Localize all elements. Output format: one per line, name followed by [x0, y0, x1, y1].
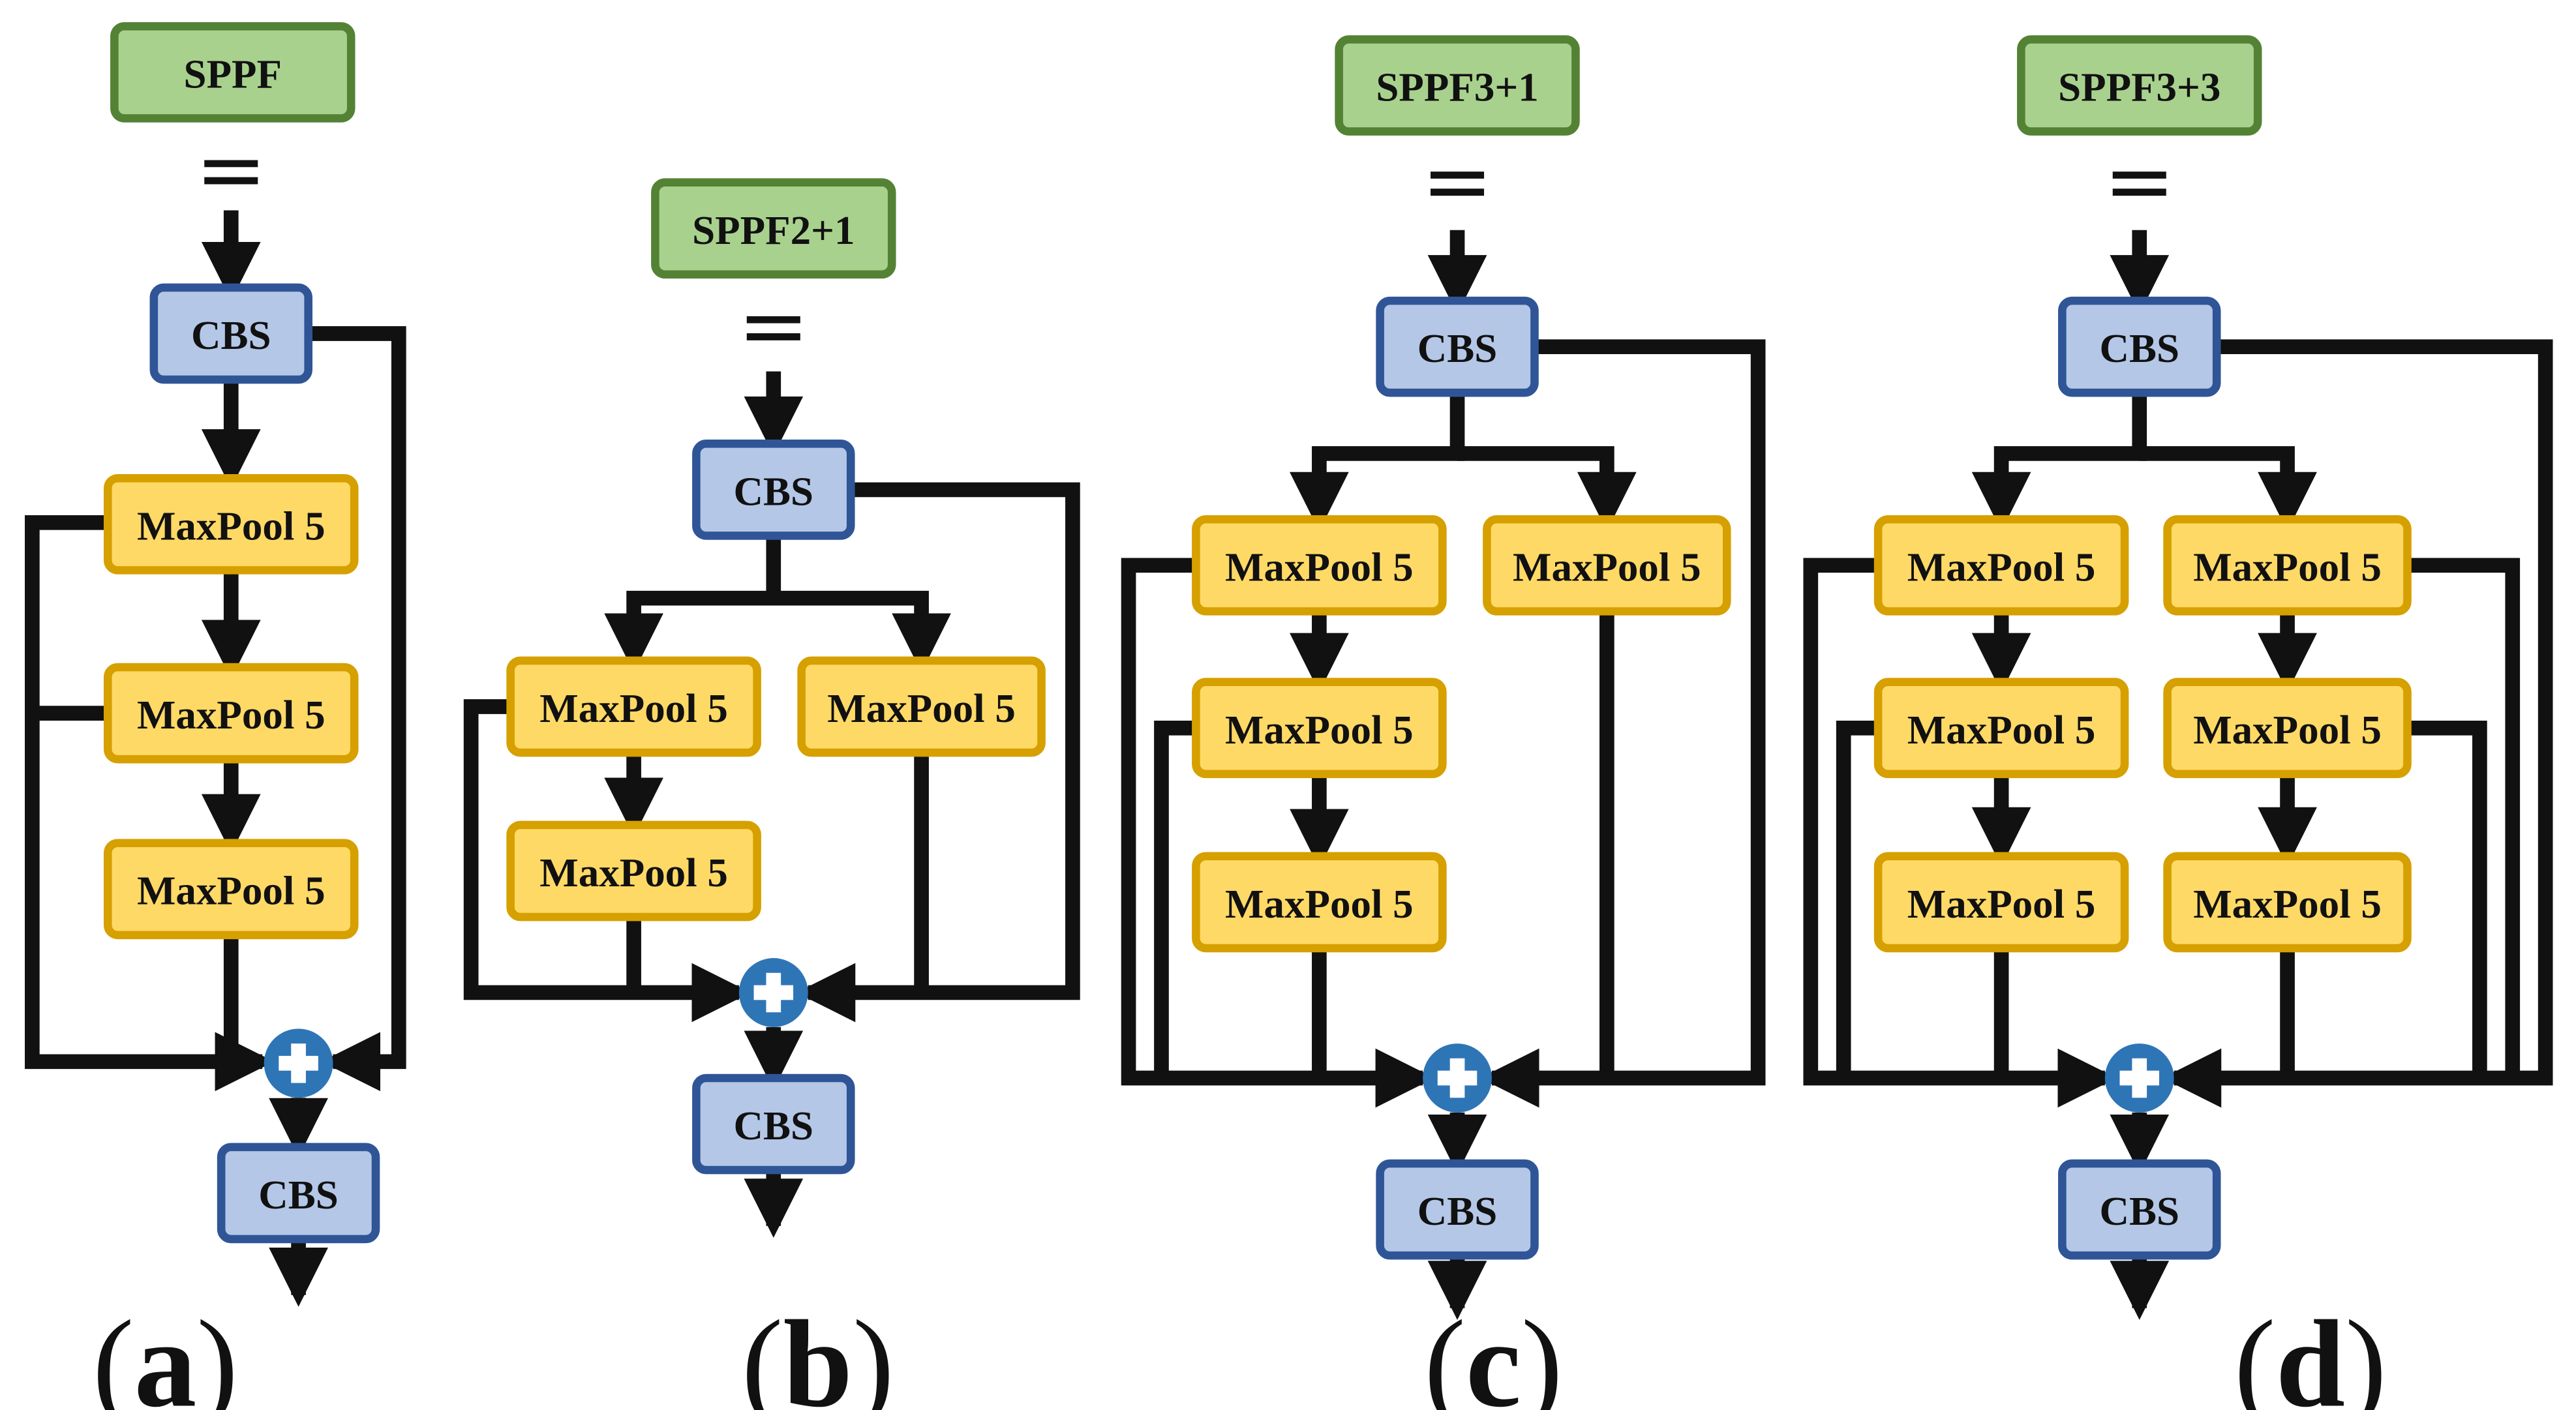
maxpool-c-left-1: MaxPool 5	[1192, 515, 1447, 616]
maxpool-c-left-3: MaxPool 5	[1192, 852, 1447, 953]
arrow-d-cbs-mpl	[1971, 393, 2147, 532]
arrow-b-cbs-mpl	[604, 535, 781, 673]
cbs-top-d-label: CBS	[2099, 325, 2179, 371]
cbs-out-d-label: CBS	[2099, 1188, 2179, 1234]
cbs-out-b: CBS	[692, 1073, 855, 1175]
title-sppf: SPPF	[110, 22, 356, 123]
equals-sign-c: =	[1421, 131, 1493, 231]
title-sppf3-1-label: SPPF3+1	[1376, 65, 1538, 110]
cbs-top-c-label: CBS	[1417, 325, 1498, 371]
cbs-out-c: CBS	[1376, 1159, 1539, 1260]
link-d-mpl1-concat	[1803, 558, 2117, 1108]
panel-label-b: (b)	[742, 1295, 894, 1410]
maxpool-d-left-1-label: MaxPool 5	[1907, 544, 2096, 590]
title-sppf3-3-label: SPPF3+3	[2058, 65, 2220, 110]
panel-label-d: (d)	[2234, 1295, 2387, 1410]
maxpool-d-left-2: MaxPool 5	[1873, 678, 2129, 779]
link-d-mpl2-concat	[1836, 720, 1880, 1078]
maxpool-d-right-1-label: MaxPool 5	[2193, 544, 2382, 590]
link-c-cbs-concat	[1479, 339, 1766, 1108]
maxpool-b-left-1-label: MaxPool 5	[539, 685, 728, 731]
maxpool-d-right-3: MaxPool 5	[2163, 852, 2412, 953]
link-b-mpl1-concat	[463, 699, 751, 1023]
maxpool-d-left-2-label: MaxPool 5	[1907, 707, 2096, 753]
diagram-nodes: SPPF = CBS MaxPool 5 MaxPool 5 MaxPool 5 CBS SP…	[103, 22, 2412, 1260]
arrow-b-cbs-mpr	[773, 590, 951, 673]
maxpool-d-right-3-label: MaxPool 5	[2193, 881, 2382, 927]
maxpool-d-right-2-label: MaxPool 5	[2193, 707, 2382, 753]
maxpool-a-1-label: MaxPool 5	[137, 503, 326, 548]
cbs-top-b-label: CBS	[734, 468, 814, 514]
link-c-mpl2-concat	[1154, 720, 1198, 1078]
maxpool-c-right-1: MaxPool 5	[1483, 515, 1731, 616]
plus-circle-icon-a	[264, 1028, 333, 1098]
equals-sign-d: =	[2104, 131, 2175, 231]
arrow-d-cbs-mpr	[2139, 446, 2317, 532]
connection-lines	[25, 210, 2553, 1320]
title-sppf2-1: SPPF2+1	[651, 178, 896, 279]
maxpool-c-left-2: MaxPool 5	[1192, 678, 1447, 779]
arrow-c-cbs-mpl	[1290, 393, 1465, 532]
cbs-top-a-label: CBS	[191, 312, 271, 358]
cbs-out-d: CBS	[2058, 1159, 2221, 1260]
maxpool-d-left-1: MaxPool 5	[1873, 515, 2129, 616]
link-d-mpr2-concat	[2407, 720, 2487, 1078]
link-c-mpl1-concat	[1121, 558, 1435, 1108]
title-sppf2-1-label: SPPF2+1	[692, 207, 855, 253]
cbs-out-b-label: CBS	[734, 1103, 814, 1148]
maxpool-c-left-2-label: MaxPool 5	[1225, 707, 1414, 753]
link-d-cbs-concat	[2162, 339, 2553, 1108]
panel-label-a: (a)	[93, 1295, 238, 1410]
plus-circle-icon-d	[2104, 1043, 2174, 1113]
maxpool-d-left-3-label: MaxPool 5	[1907, 881, 2096, 927]
cbs-out-c-label: CBS	[1417, 1188, 1498, 1234]
title-sppf3-3: SPPF3+3	[2017, 35, 2262, 136]
panel-labels: (a) (b) (c) (d)	[93, 1295, 2387, 1410]
plus-circle-icon-c	[1423, 1043, 1492, 1113]
maxpool-c-right-1-label: MaxPool 5	[1513, 544, 1701, 590]
cbs-out-a-label: CBS	[258, 1172, 339, 1218]
maxpool-b-left-1: MaxPool 5	[506, 656, 761, 757]
title-sppf-label: SPPF	[184, 51, 282, 97]
link-a-cbs-concat	[308, 326, 406, 1092]
link-d-mpr1-concat	[2407, 558, 2521, 1078]
plus-circle-icon-b	[738, 958, 808, 1027]
maxpool-a-2-label: MaxPool 5	[137, 692, 326, 738]
maxpool-c-left-1-label: MaxPool 5	[1225, 544, 1414, 590]
arrow-c-cbs-mpr	[1457, 446, 1637, 532]
maxpool-b-right-1: MaxPool 5	[797, 656, 1046, 757]
maxpool-a-3-label: MaxPool 5	[137, 868, 326, 914]
cbs-top-c: CBS	[1376, 296, 1539, 397]
equals-sign-b: =	[738, 275, 810, 375]
panel-label-c: (c)	[1424, 1295, 1563, 1410]
maxpool-b-left-2-label: MaxPool 5	[539, 850, 728, 895]
maxpool-a-2: MaxPool 5	[103, 663, 359, 764]
title-sppf3-1: SPPF3+1	[1335, 35, 1580, 136]
equals-sign-a: =	[195, 119, 267, 219]
maxpool-d-left-3: MaxPool 5	[1873, 852, 2129, 953]
maxpool-b-left-2: MaxPool 5	[506, 820, 761, 922]
link-b-cbs-concat	[796, 482, 1080, 1023]
cbs-top-b: CBS	[692, 440, 855, 540]
maxpool-d-right-1: MaxPool 5	[2163, 515, 2412, 616]
cbs-top-d: CBS	[2058, 296, 2221, 397]
cbs-top-a: CBS	[149, 283, 312, 384]
link-a-mp1-concat	[25, 515, 275, 1092]
maxpool-d-right-2: MaxPool 5	[2163, 678, 2412, 779]
maxpool-a-1: MaxPool 5	[103, 473, 359, 575]
cbs-out-a: CBS	[217, 1143, 380, 1244]
maxpool-c-left-3-label: MaxPool 5	[1225, 881, 1414, 927]
maxpool-b-right-1-label: MaxPool 5	[827, 685, 1016, 731]
maxpool-a-3: MaxPool 5	[103, 839, 359, 940]
